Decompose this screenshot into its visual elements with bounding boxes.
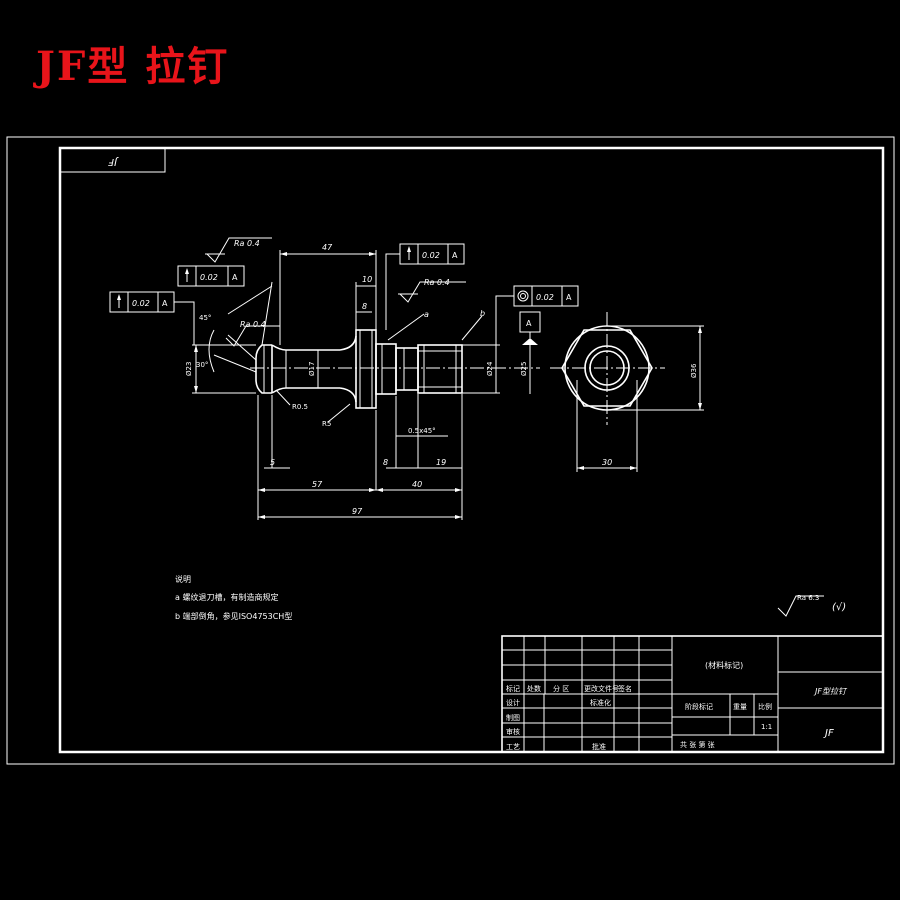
tb-approve: 批准 <box>592 742 606 751</box>
dim-40: 40 <box>412 480 422 489</box>
dim-47: 47 <box>322 243 333 252</box>
tolerance-frame-1 <box>177 265 245 287</box>
dim-30: 30 <box>602 458 612 467</box>
notes-heading: 说明 <box>175 574 191 584</box>
tb-scale: 比例 <box>758 702 772 711</box>
tb-weight: 重量 <box>733 703 747 711</box>
tol1-datum: A <box>232 273 238 282</box>
dimension-lines <box>192 250 704 520</box>
outer-border <box>6 136 895 765</box>
drawing-title: JF型 拉钉 <box>36 43 230 90</box>
label-b: b <box>480 309 485 318</box>
tol1-value: 0.02 <box>200 273 218 282</box>
roughness-1: Ra 0.4 <box>234 239 260 248</box>
code-box <box>59 147 166 173</box>
tb-header-3: 分 区 <box>553 684 569 693</box>
roughness-3: Ra 0.4 <box>240 320 266 329</box>
dim-10: 10 <box>362 275 372 284</box>
inner-frame <box>58 146 885 754</box>
tb-sheets: 共 张 第 张 <box>680 740 715 749</box>
tb-material: (材料标记) <box>705 660 743 670</box>
tb-header-1: 标记 <box>506 684 520 693</box>
dim-r05: R0.5 <box>292 403 308 411</box>
tol3-datum: A <box>452 251 458 260</box>
tol3-value: 0.02 <box>422 251 440 260</box>
tb-row-design: 设计 <box>506 698 520 707</box>
roughness-general-tail: (√) <box>832 602 846 613</box>
tb-stage-mark: 阶段标记 <box>685 702 713 711</box>
dim-chamfer: 0.5x45° <box>408 427 436 435</box>
tol4-value: 0.02 <box>536 293 554 302</box>
pull-stud-profile <box>250 329 540 409</box>
code-box-text: JF <box>108 156 119 167</box>
roughness-general: Ra 6.3 <box>797 594 819 602</box>
dim-phi36: Ø36 <box>690 363 698 378</box>
dim-57: 57 <box>312 480 323 489</box>
tb-code: JF <box>823 728 834 739</box>
dim-r5: R5 <box>322 420 331 428</box>
end-view <box>550 312 665 425</box>
tol2-datum: A <box>162 299 168 308</box>
tb-name: JF型拉钉 <box>813 687 848 696</box>
tolerance-frame-3 <box>385 243 465 330</box>
dim-19: 19 <box>436 458 446 467</box>
dim-phi23: Ø23 <box>185 362 193 376</box>
tb-scale-value: 1:1 <box>761 723 772 731</box>
dim-8-bottom: 8 <box>383 458 388 467</box>
tb-row-process: 工艺 <box>506 743 520 751</box>
tb-row-check: 审核 <box>506 727 520 736</box>
dim-ang45: 45° <box>199 314 211 322</box>
tolerance-frame-2 <box>109 291 195 345</box>
dim-phi17: Ø17 <box>308 362 316 376</box>
datum-a-symbol <box>519 311 541 345</box>
dim-phi24: Ø24 <box>486 361 494 376</box>
dim-ang30: 30° <box>196 361 208 369</box>
dim-5: 5 <box>270 458 275 467</box>
note-a: a 螺纹退刀槽，有制造商规定 <box>175 592 278 602</box>
dim-phi25: Ø25 <box>520 362 528 376</box>
roughness-symbols <box>205 237 824 617</box>
roughness-2: Ra 0.4 <box>424 278 450 287</box>
dim-8-top: 8 <box>362 302 367 311</box>
note-b: b 端部倒角，参见ISO4753CH型 <box>175 611 292 621</box>
tol4-datum: A <box>566 293 572 302</box>
tb-standardize: 标准化 <box>590 698 611 707</box>
datum-a-label: A <box>526 319 532 328</box>
dim-97: 97 <box>352 507 363 516</box>
tb-header-2: 处数 <box>527 684 541 693</box>
tb-header-4: 更改文件号 <box>584 684 619 693</box>
tol2-value: 0.02 <box>132 299 150 308</box>
tolerance-frame-4 <box>495 285 579 345</box>
label-a: a <box>424 310 429 319</box>
tb-header-5: 签名 <box>618 684 632 693</box>
title-block <box>501 635 884 753</box>
tb-row-draw: 制图 <box>506 713 520 722</box>
